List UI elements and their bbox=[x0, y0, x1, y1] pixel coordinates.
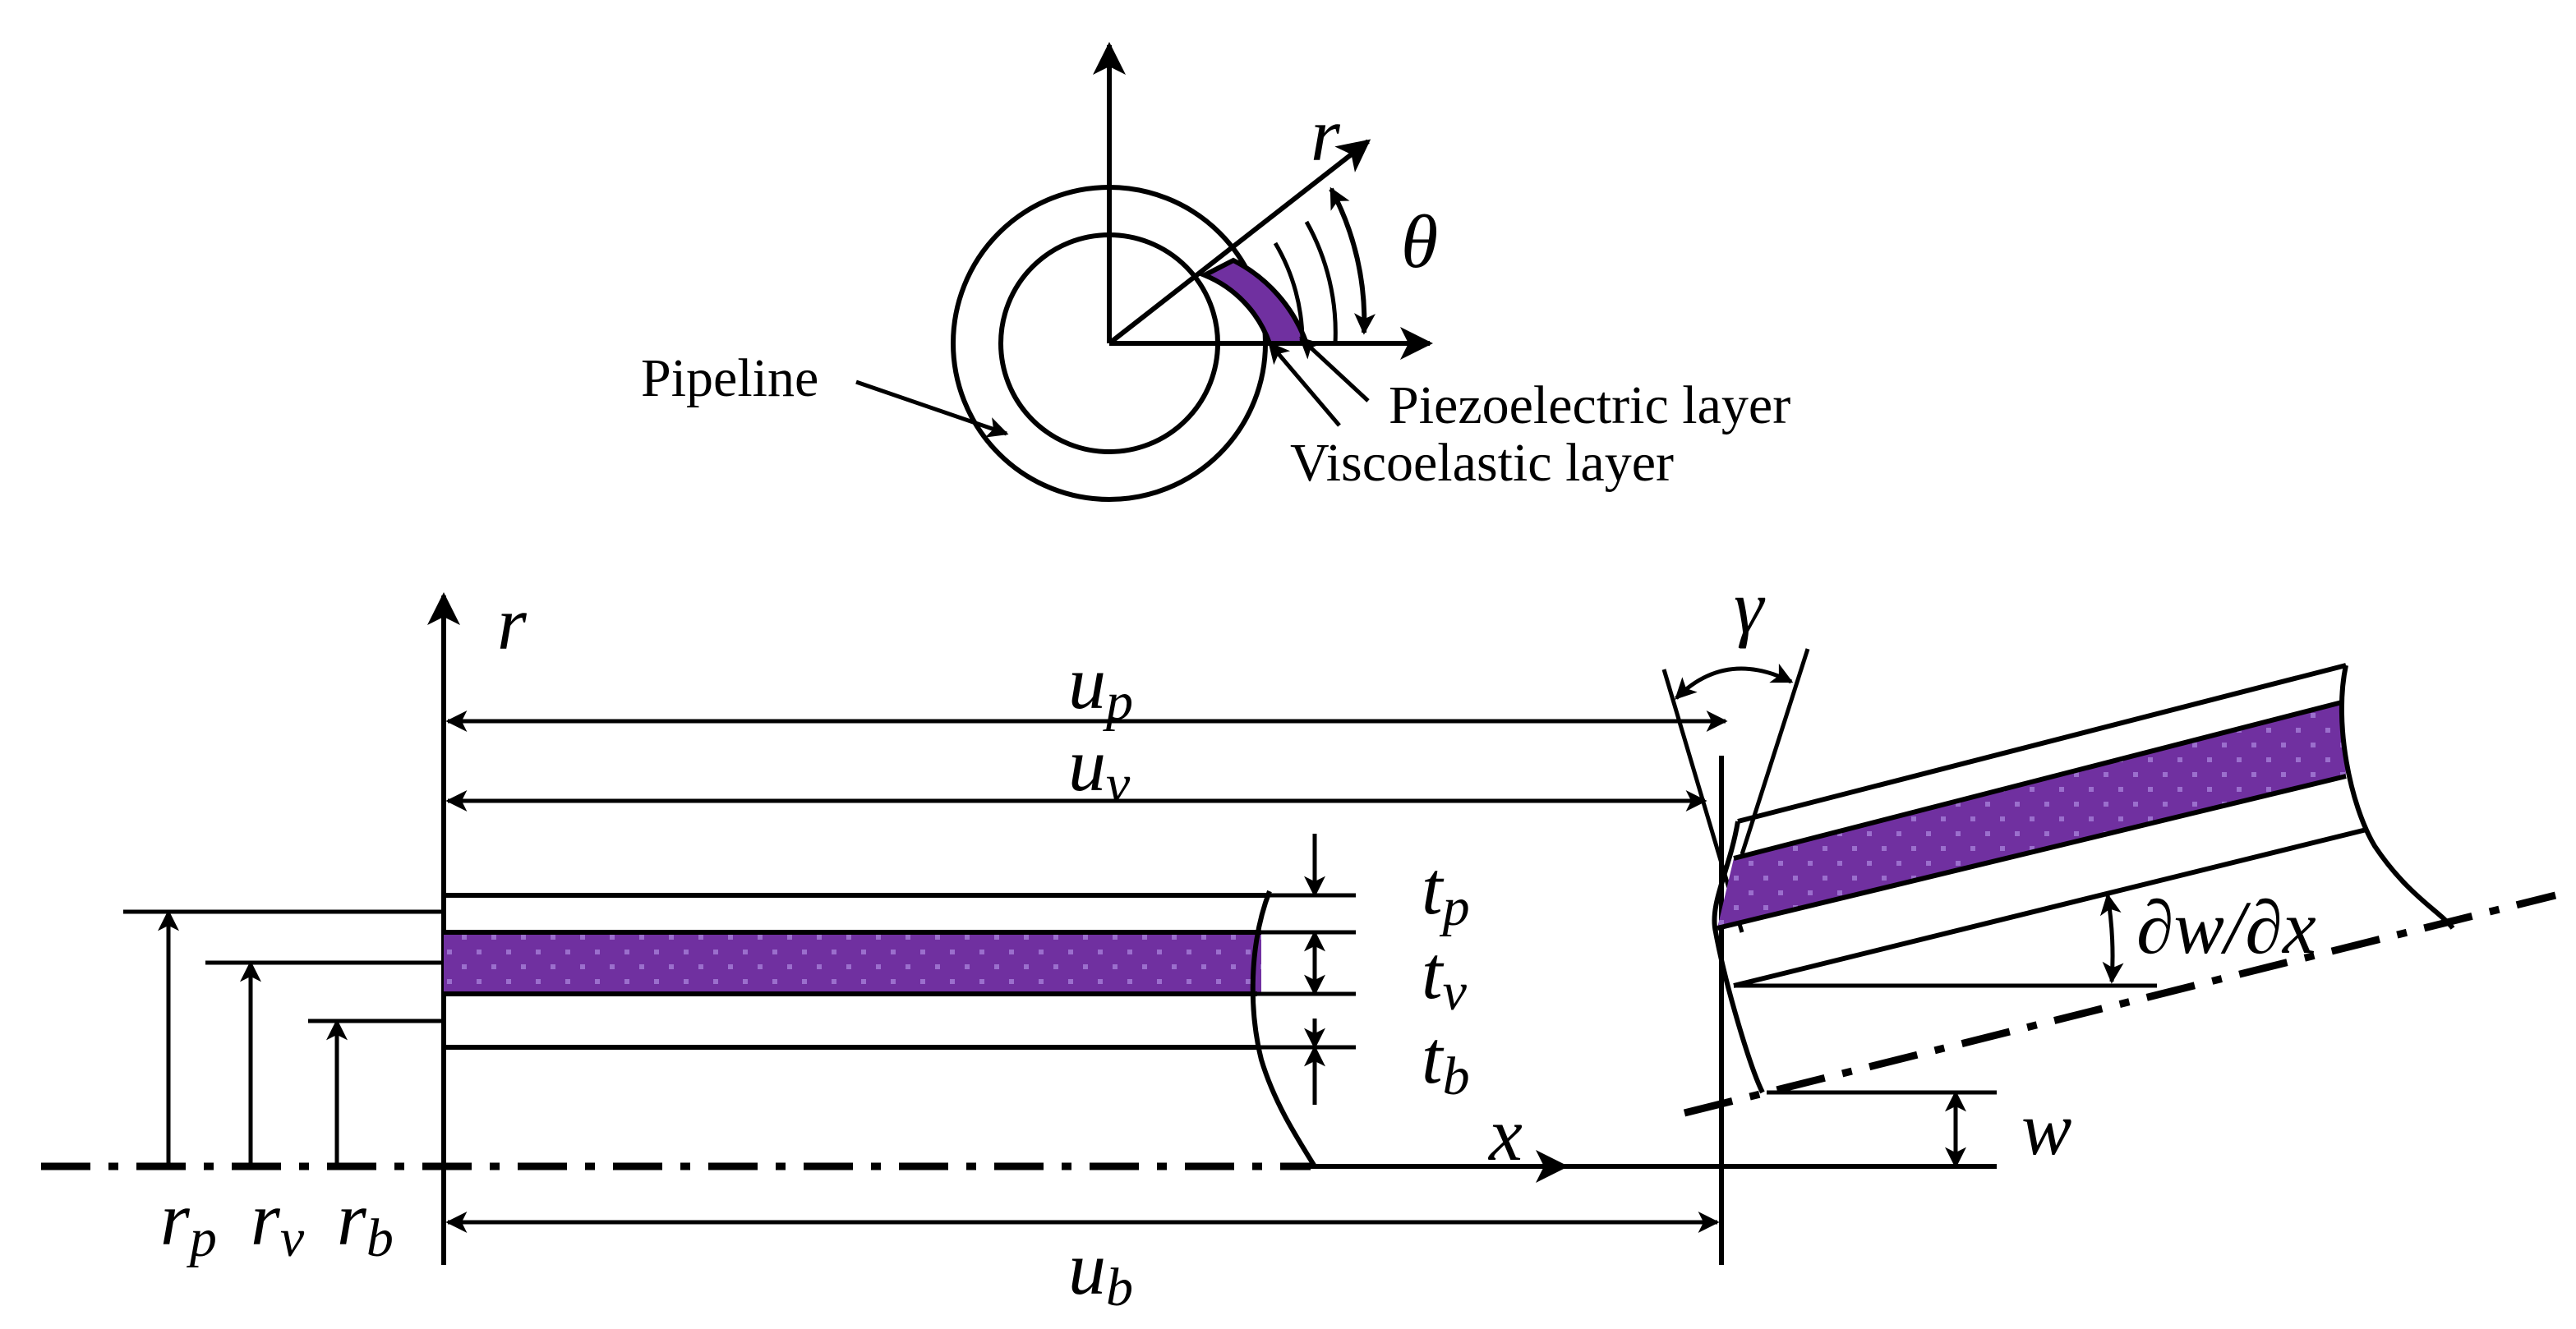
theta-angle-arrow bbox=[1329, 186, 1376, 335]
u-v-label: uv bbox=[1068, 723, 1131, 814]
theta-symbol: θ bbox=[1401, 200, 1438, 283]
layer-arc-2 bbox=[1304, 220, 1338, 344]
t-b-label: tb bbox=[1422, 1015, 1470, 1106]
x-axis-label: x bbox=[1487, 1092, 1523, 1176]
deformed-piezo-band bbox=[1717, 702, 2346, 928]
deformed-bottom-line bbox=[1733, 827, 2367, 988]
piezo-layer-strip bbox=[444, 932, 1261, 994]
pipeline-inner-circle bbox=[998, 232, 1220, 454]
deformed-piezo-top bbox=[1733, 700, 2343, 861]
slope-angle-arrow bbox=[2099, 893, 2124, 984]
visco-label: Viscoelastic layer bbox=[1290, 433, 1674, 493]
radial-symbol: r bbox=[1311, 93, 1341, 177]
r-axis-label: r bbox=[497, 582, 528, 665]
deformed-left-edge bbox=[1712, 821, 1765, 1094]
gamma-line-2 bbox=[1740, 648, 1810, 855]
r-v-label: rv bbox=[251, 1177, 305, 1268]
visco-leader bbox=[1268, 342, 1341, 427]
piezo-leader bbox=[1299, 337, 1370, 402]
gamma-angle-arrow bbox=[1675, 663, 1794, 700]
slope-label: ∂w/∂x bbox=[2136, 885, 2316, 969]
w-label: w bbox=[2021, 1087, 2071, 1170]
deformed-center-axis bbox=[1683, 891, 2557, 1117]
r-p-label: rp bbox=[160, 1177, 217, 1268]
radial-arrow bbox=[1108, 139, 1371, 346]
t-v-label: tv bbox=[1422, 931, 1468, 1022]
piezo-label: Piezoelectric layer bbox=[1389, 375, 1790, 435]
pipeline-label: Pipeline bbox=[641, 348, 818, 408]
break-curve bbox=[1250, 890, 1317, 1168]
u-p-label: up bbox=[1068, 641, 1133, 732]
pipeline-outer-circle bbox=[951, 185, 1268, 502]
deformed-right-edge bbox=[2339, 664, 2455, 930]
r-b-label: rb bbox=[337, 1177, 394, 1268]
beam-diagram: r x up uv ub tp tv tb bbox=[41, 565, 2557, 1318]
deformed-piezo-bottom bbox=[1717, 774, 2347, 931]
pipeline-leader bbox=[855, 379, 1009, 438]
gamma-label: γ bbox=[1734, 565, 1766, 649]
deformed-top-line bbox=[1737, 663, 2347, 824]
u-b-label: ub bbox=[1068, 1226, 1133, 1318]
layer-arc-1 bbox=[1273, 241, 1305, 344]
t-p-label: tp bbox=[1422, 846, 1470, 937]
cross-section: r θ Pipeline Piezoelectric layer Viscoel… bbox=[641, 42, 1790, 502]
